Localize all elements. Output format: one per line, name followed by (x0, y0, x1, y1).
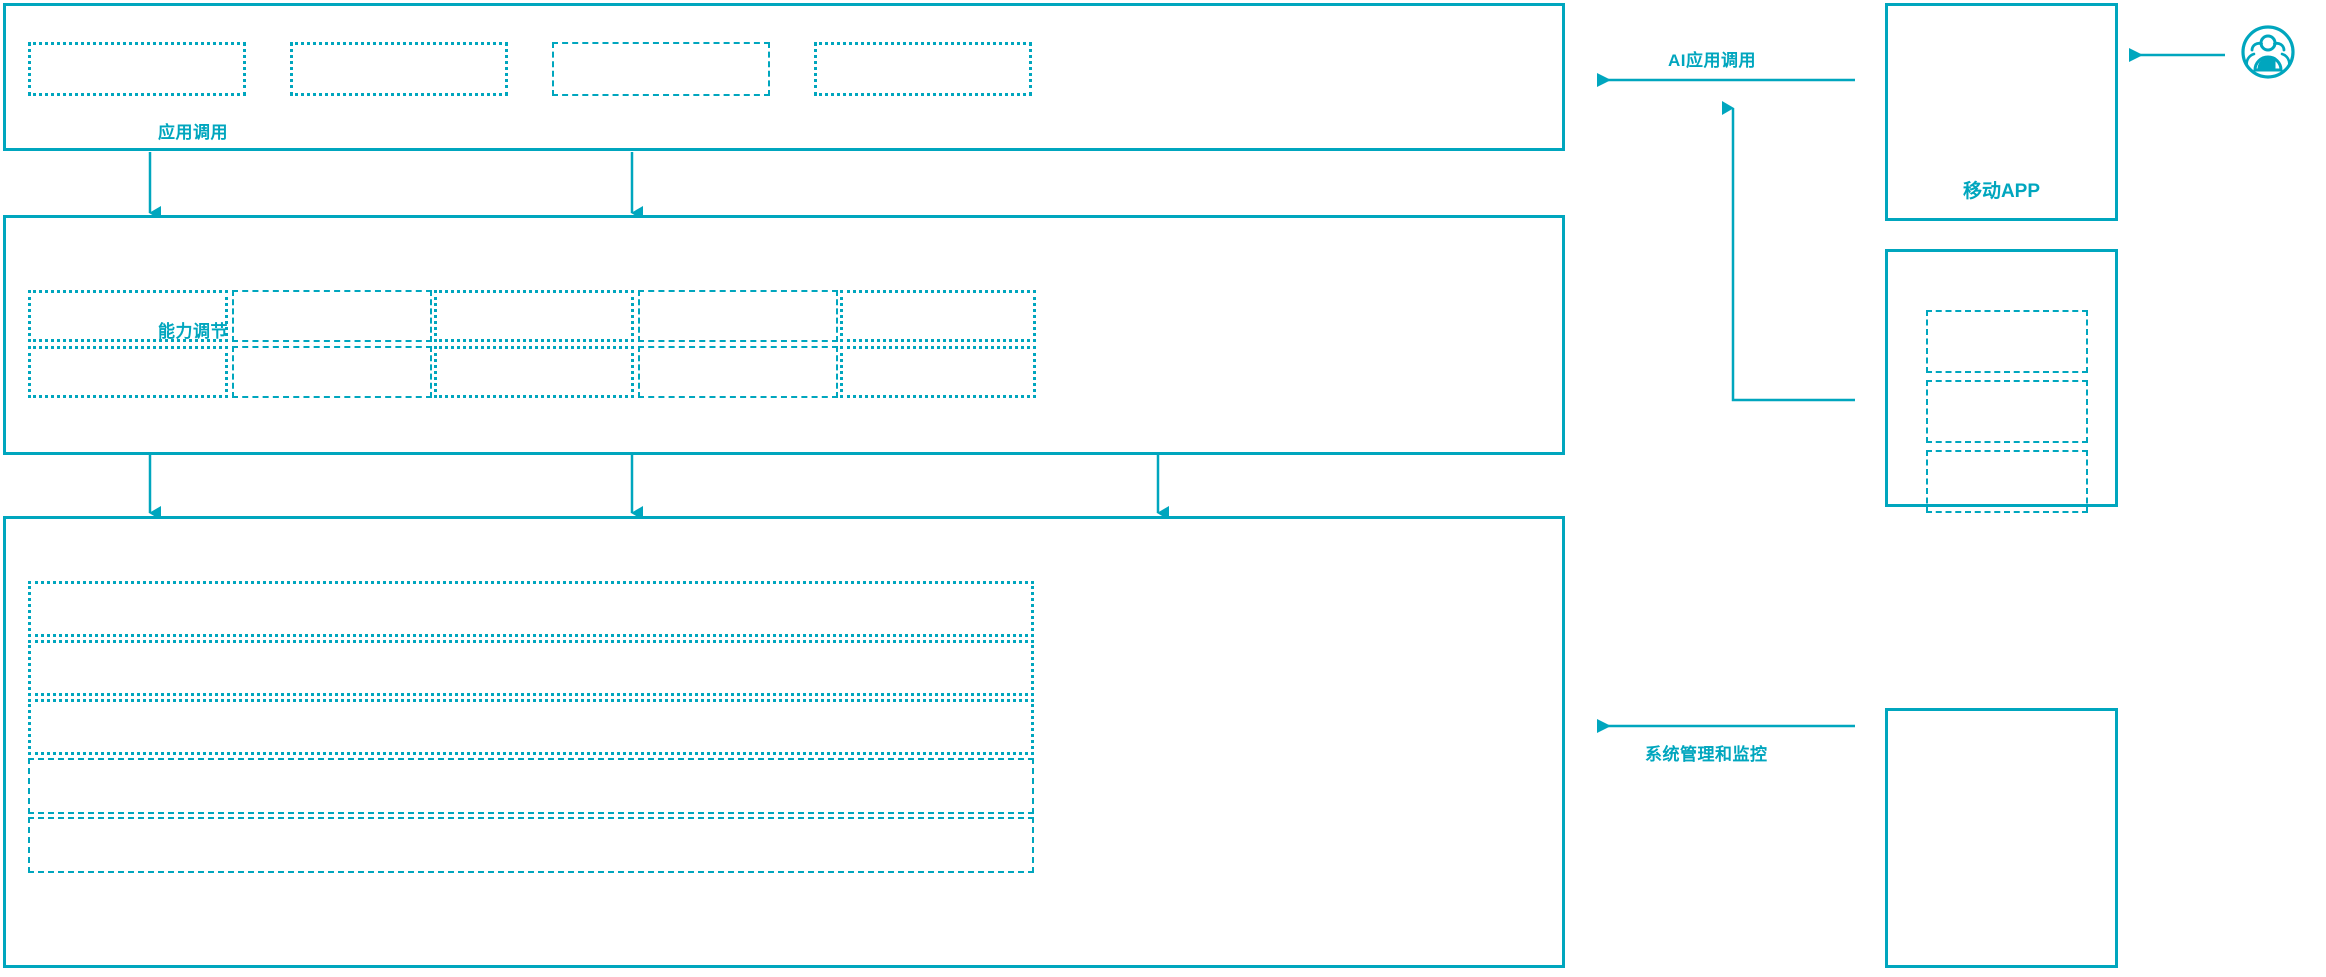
capability-box[interactable] (232, 346, 432, 398)
infrastructure-row[interactable] (28, 581, 1034, 637)
capability-box[interactable] (638, 290, 838, 342)
application-layer-box[interactable] (552, 42, 770, 96)
capability-layer-panel (3, 215, 1565, 455)
mobile-app-box (1885, 3, 2118, 221)
stacked-module-item[interactable] (1926, 450, 2088, 513)
capability-box[interactable] (28, 290, 228, 342)
stacked-module-box (1885, 249, 2118, 513)
infrastructure-row[interactable] (28, 640, 1034, 696)
mobile-app-caption: 移动APP (1962, 181, 2041, 202)
capability-box[interactable] (638, 346, 838, 398)
infrastructure-row[interactable] (28, 699, 1034, 755)
capability-box[interactable] (840, 290, 1036, 342)
application-layer-box[interactable] (28, 42, 246, 96)
application-layer-box[interactable] (814, 42, 1032, 96)
flow-label-capability-adjust: 能力调节 (158, 322, 228, 341)
infrastructure-layer-panel (3, 516, 1565, 968)
flow-label-app-invoke: 应用调用 (158, 123, 228, 142)
infrastructure-row[interactable] (28, 817, 1034, 873)
stacked-module-item[interactable] (1926, 310, 2088, 373)
capability-box[interactable] (840, 346, 1036, 398)
user-group-icon (2241, 25, 2295, 79)
stacked-module-item[interactable] (1926, 380, 2088, 443)
capability-box[interactable] (434, 290, 634, 342)
capability-box[interactable] (28, 346, 228, 398)
operations-box (1885, 708, 2118, 968)
arrow-stacked-to-ai-line (1722, 101, 1855, 402)
infrastructure-row[interactable] (28, 758, 1034, 814)
flow-label-system-admin-monitor: 系统管理和监控 (1645, 745, 1768, 764)
capability-box[interactable] (434, 346, 634, 398)
capability-box[interactable] (232, 290, 432, 342)
flow-label-ai-app-invoke: AI应用调用 (1668, 51, 1756, 70)
application-layer-box[interactable] (290, 42, 508, 96)
application-layer-panel (3, 3, 1565, 151)
